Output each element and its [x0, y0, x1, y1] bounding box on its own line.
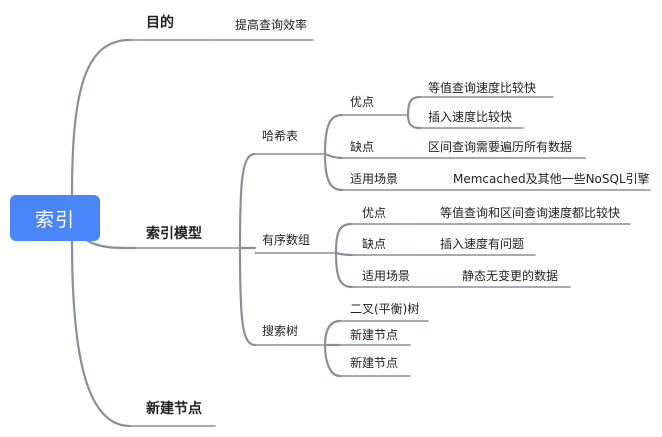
node-tree-item[interactable]: 新建节点 — [350, 356, 399, 370]
node-hash-pros[interactable]: 优点 — [350, 95, 375, 109]
link-ordered-pros — [334, 222, 354, 255]
link-tree-3 — [323, 343, 342, 378]
link-model-tree — [238, 246, 257, 347]
node-tree[interactable]: 搜索树 — [262, 324, 299, 338]
link-root-goal — [70, 38, 132, 197]
link-tree-1 — [323, 319, 342, 347]
link-root-new-node — [70, 239, 132, 428]
node-hash-usage[interactable]: 适用场景 — [350, 172, 399, 186]
link-hash-pros-2 — [406, 113, 422, 130]
node-goal[interactable]: 目的 — [146, 15, 174, 31]
node-ordered-usage-value[interactable]: 静态无变更的数据 — [462, 269, 559, 283]
node-goal-child[interactable]: 提高查询效率 — [235, 18, 308, 32]
node-hash[interactable]: 哈希表 — [262, 129, 299, 143]
node-ordered[interactable]: 有序数组 — [262, 233, 311, 247]
node-hash-cons-value[interactable]: 区间查询需要遍历所有数据 — [428, 140, 573, 154]
node-ordered-cons-value[interactable]: 插入速度有问题 — [440, 237, 525, 251]
link-hash-cons — [323, 152, 344, 160]
node-ordered-pros[interactable]: 优点 — [362, 206, 387, 220]
link-model-hash — [238, 152, 257, 250]
node-hash-pros-item[interactable]: 等值查询速度比较快 — [428, 81, 537, 95]
node-hash-usage-value[interactable]: Memcached及其他一些NoSQL引擎 — [453, 172, 650, 186]
link-hash-pros — [323, 113, 344, 156]
node-ordered-usage[interactable]: 适用场景 — [362, 269, 411, 283]
root-label: 索引 — [34, 208, 75, 231]
link-hash-pros-1 — [406, 95, 422, 117]
node-ordered-pros-value[interactable]: 等值查询和区间查询速度都比较快 — [440, 206, 621, 220]
link-ordered-usage — [334, 251, 354, 289]
root-node[interactable]: 索引 — [10, 195, 100, 241]
node-new-node[interactable]: 新建节点 — [146, 401, 202, 417]
link-ordered-cons — [334, 251, 354, 257]
link-root-model — [86, 239, 137, 250]
node-tree-item[interactable]: 二叉(平衡)树 — [350, 302, 420, 316]
link-hash-usage — [323, 152, 344, 192]
node-tree-item[interactable]: 新建节点 — [350, 328, 399, 342]
node-hash-pros-item[interactable]: 插入速度比较快 — [428, 110, 513, 124]
node-hash-cons[interactable]: 缺点 — [350, 140, 375, 154]
node-ordered-cons[interactable]: 缺点 — [362, 237, 387, 251]
node-model[interactable]: 索引模型 — [146, 226, 202, 242]
